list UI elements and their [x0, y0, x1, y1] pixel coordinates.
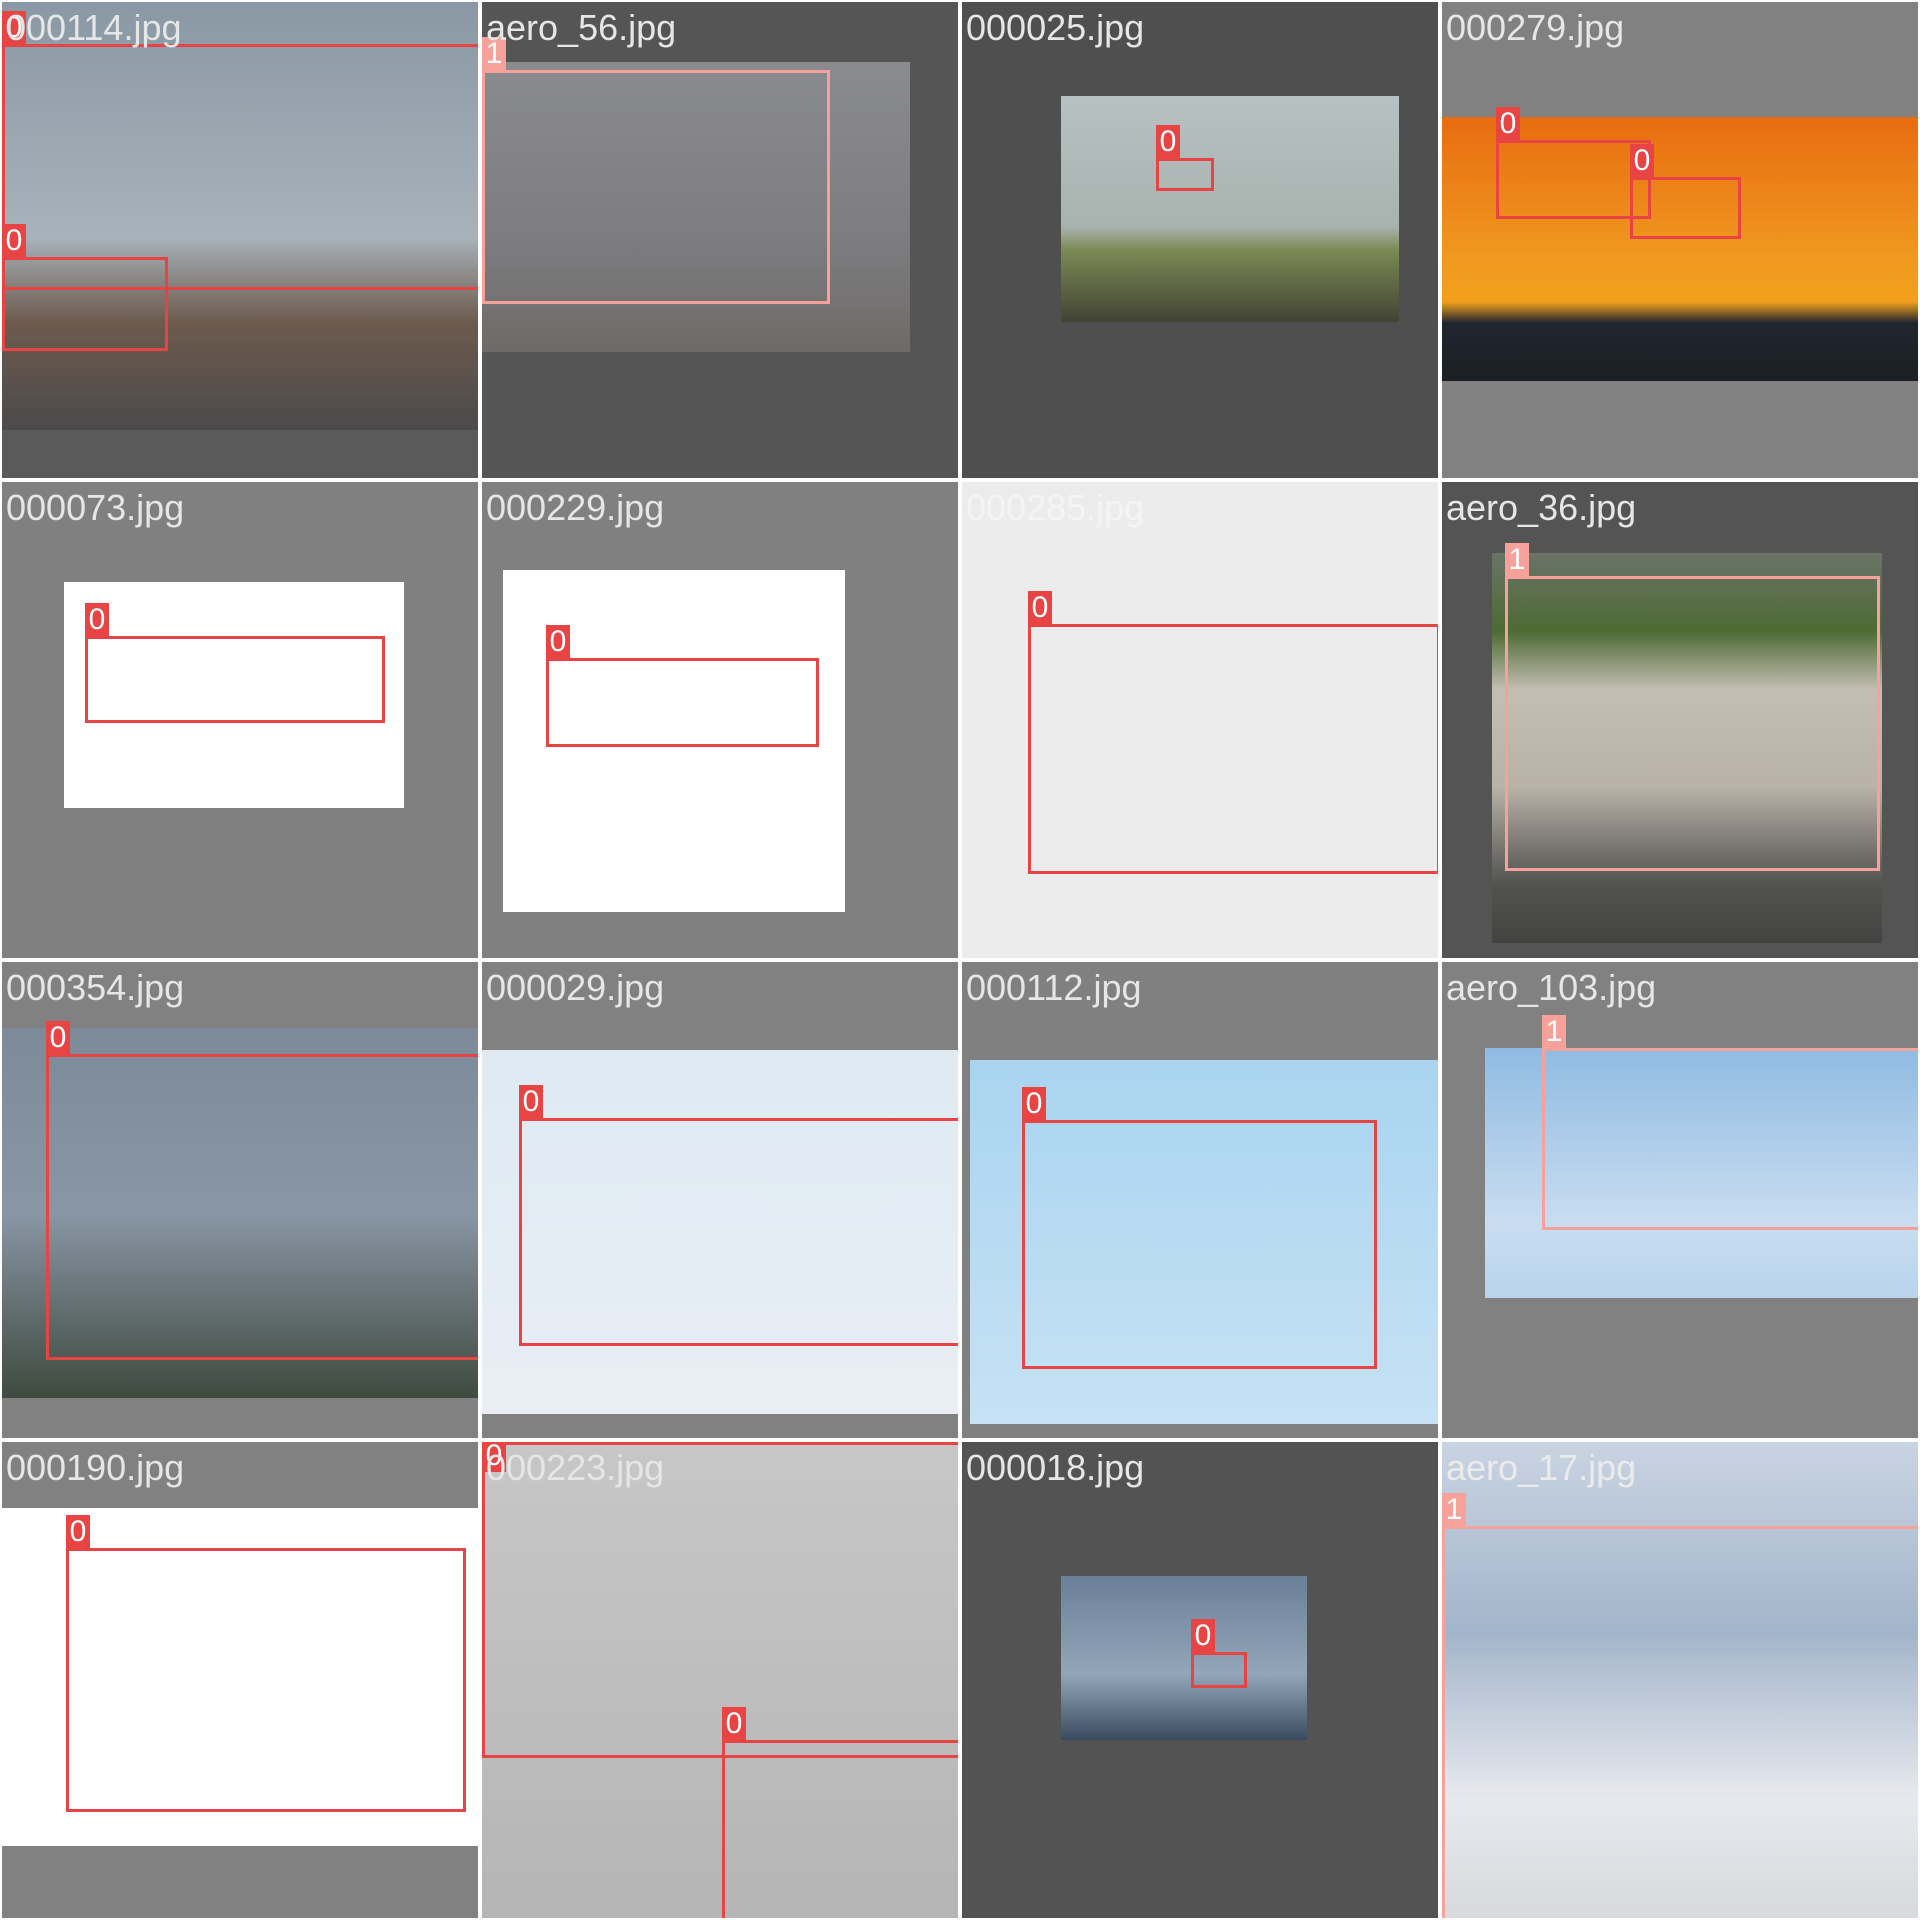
- class-label: 1: [1442, 1493, 1466, 1526]
- tile-photo: [1061, 96, 1399, 322]
- tile-photo: [2, 1508, 478, 1846]
- class-label: 0: [722, 1707, 746, 1740]
- detection-box: 0: [1630, 144, 1741, 239]
- detection-box: 1: [482, 37, 830, 304]
- class-label: 0: [546, 625, 570, 658]
- detection-box: 0: [482, 1442, 958, 1758]
- tile-filename: 000285.jpg: [966, 487, 1145, 528]
- tile-photo: [64, 582, 404, 808]
- class-label: 0: [85, 603, 109, 636]
- class-label: 0: [1191, 1619, 1215, 1652]
- class-label: 0: [1156, 125, 1180, 158]
- mosaic-tile: 000223.jpg 0 0: [480, 1440, 960, 1920]
- mosaic-tile: 000029.jpg 0: [480, 960, 960, 1440]
- detection-box: 1: [1505, 543, 1880, 871]
- detection-box: 0: [1028, 591, 1438, 874]
- detection-box: 0: [2, 11, 478, 290]
- tile-photo: [1485, 1048, 1918, 1298]
- tile-photo: [2, 2, 478, 430]
- tile-filename: 000018.jpg: [966, 1447, 1145, 1488]
- detection-box: 0: [1022, 1087, 1377, 1369]
- tile-filename: 000354.jpg: [6, 967, 185, 1008]
- detection-box: 0: [46, 1021, 478, 1360]
- class-label: 1: [1505, 543, 1529, 576]
- mosaic-tile: 000279.jpg 0 0: [1440, 0, 1920, 480]
- class-label: 1: [1542, 1015, 1566, 1048]
- tile-filename: aero_56.jpg: [486, 7, 677, 48]
- tile-filename: aero_36.jpg: [1446, 487, 1637, 528]
- detection-box: 0: [519, 1085, 958, 1346]
- detection-box: 0: [85, 603, 385, 723]
- detection-box: 0: [66, 1515, 466, 1812]
- detection-box: 0: [722, 1707, 958, 1918]
- tile-filename: 000229.jpg: [486, 487, 665, 528]
- mosaic-tile: 000112.jpg 0: [960, 960, 1440, 1440]
- detection-box: 0: [2, 224, 168, 351]
- mosaic-tile: 000285.jpg 0: [960, 480, 1440, 960]
- class-label: 0: [2, 224, 26, 257]
- tile-photo: [1442, 1442, 1918, 1918]
- mosaic-tile: aero_17.jpg 1: [1440, 1440, 1920, 1920]
- class-label: 0: [1022, 1087, 1046, 1120]
- tile-filename: 000073.jpg: [6, 487, 185, 528]
- class-label: 1: [482, 37, 506, 70]
- tile-filename: 000112.jpg: [966, 967, 1142, 1008]
- mosaic-tile: 000190.jpg 0: [0, 1440, 480, 1920]
- class-label: 0: [2, 11, 26, 44]
- class-label: 0: [46, 1021, 70, 1054]
- mosaic-tile: aero_36.jpg 1: [1440, 480, 1920, 960]
- mosaic-tile: 000025.jpg 0: [960, 0, 1440, 480]
- tile-photo: [482, 1050, 958, 1414]
- tile-filename: 000025.jpg: [966, 7, 1145, 48]
- tile-filename: 000223.jpg: [486, 1447, 665, 1488]
- class-label: 0: [1028, 591, 1052, 624]
- tile-filename: aero_103.jpg: [1446, 967, 1657, 1008]
- mosaic-tile: aero_56.jpg 1: [480, 0, 960, 480]
- tile-filename: 000190.jpg: [6, 1447, 185, 1488]
- mosaic-tile: 000354.jpg 0: [0, 960, 480, 1440]
- class-label: 0: [519, 1085, 543, 1118]
- mosaic-tile: 000073.jpg 0: [0, 480, 480, 960]
- tile-photo: [482, 1442, 958, 1918]
- detection-box: 0: [1496, 107, 1651, 219]
- detection-box: 0: [1156, 125, 1214, 191]
- class-label: 0: [1496, 107, 1520, 140]
- detection-box: 0: [546, 625, 819, 747]
- class-label: 0: [1630, 144, 1654, 177]
- tile-filename: 000114.jpg: [6, 7, 182, 48]
- mosaic-tile: 000114.jpg 0 0: [0, 0, 480, 480]
- tile-filename: aero_17.jpg: [1446, 1447, 1637, 1488]
- detection-box: 1: [1542, 1015, 1918, 1230]
- tile-photo: [1492, 553, 1882, 943]
- class-label: 0: [66, 1515, 90, 1548]
- tile-photo: [1442, 117, 1918, 381]
- tile-filename: 000279.jpg: [1446, 7, 1625, 48]
- mosaic-tile: 000229.jpg 0: [480, 480, 960, 960]
- tile-filename: 000029.jpg: [486, 967, 665, 1008]
- tile-photo: [1061, 1576, 1307, 1740]
- class-label: 0: [482, 1442, 506, 1472]
- tile-photo: [2, 1028, 478, 1398]
- detection-box: 0: [1191, 1619, 1247, 1688]
- tile-photo: [962, 482, 1438, 958]
- mosaic-tile: 000018.jpg 0: [960, 1440, 1440, 1920]
- mosaic-tile: aero_103.jpg 1: [1440, 960, 1920, 1440]
- detection-box: 1: [1442, 1493, 1918, 1918]
